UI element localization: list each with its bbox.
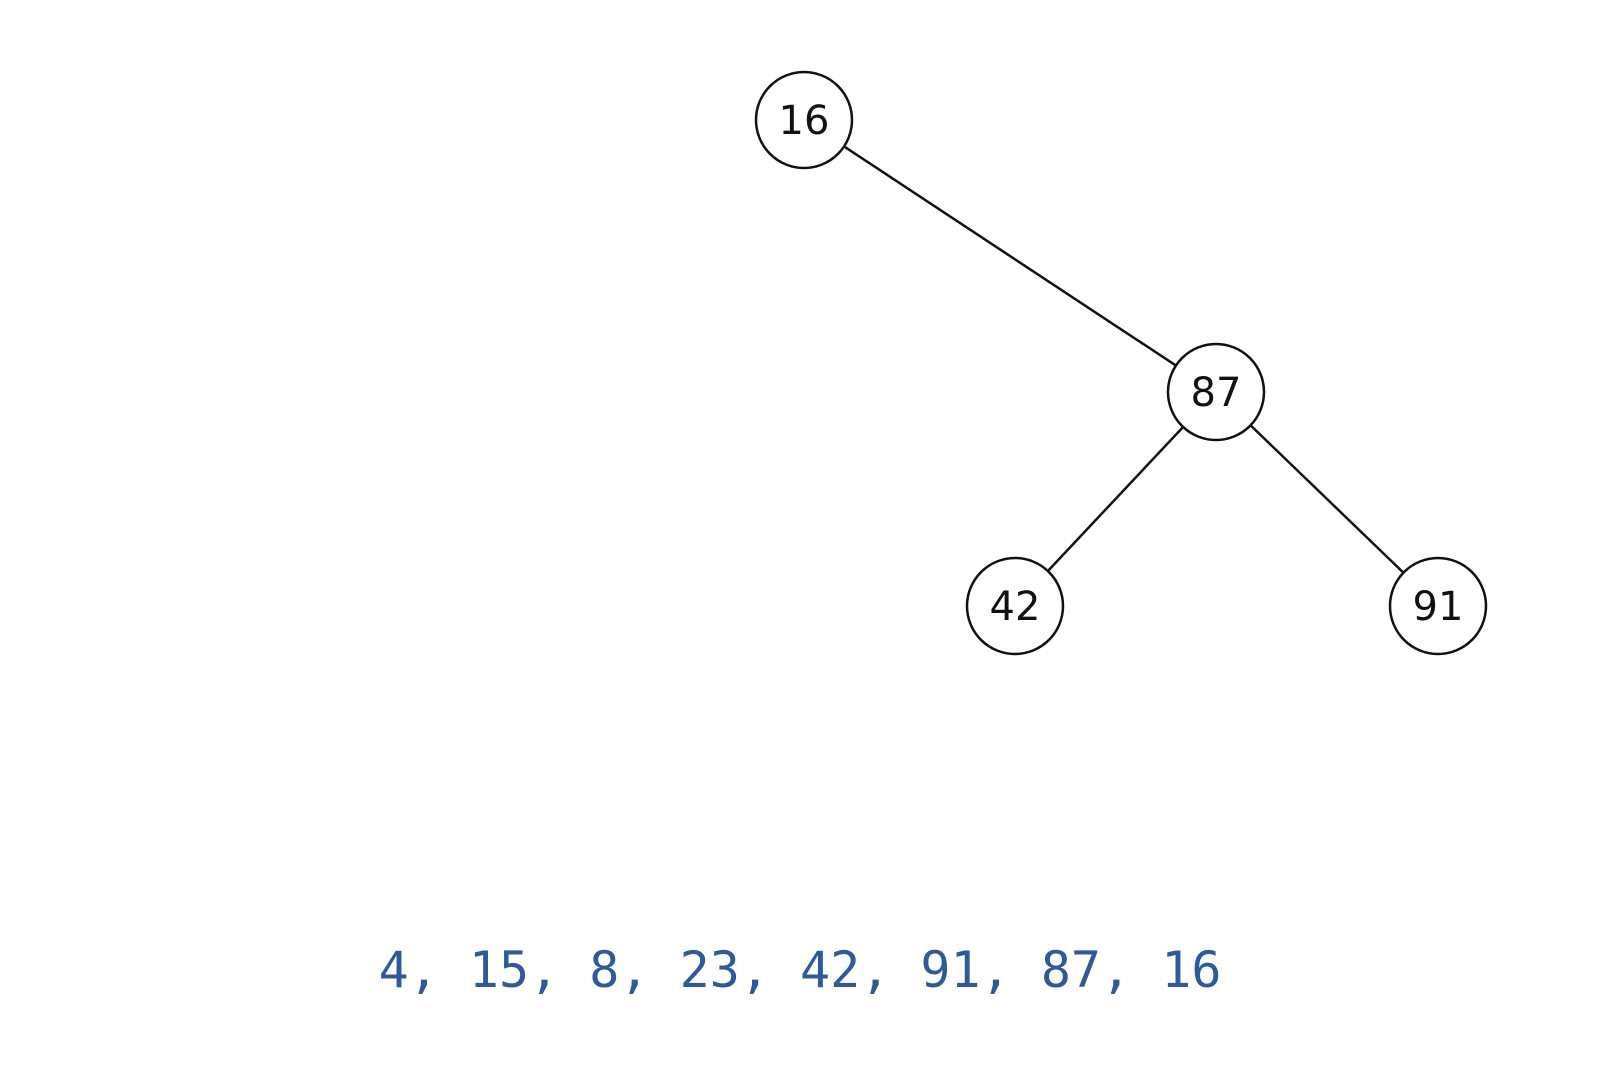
node-16-circle [754, 70, 854, 170]
node-87-circle [1166, 342, 1266, 442]
edge-87-91 [1215, 391, 1439, 607]
tree-edges [803, 118, 1439, 607]
tree-nodes: 16 87 42 91 [754, 70, 1488, 656]
node-42: 42 [965, 556, 1065, 656]
node-42-circle [965, 556, 1065, 656]
insertion-sequence: 4, 15, 8, 23, 42, 91, 87, 16 [378, 941, 1222, 999]
node-91-label: 91 [1413, 584, 1464, 630]
node-42-label: 42 [990, 584, 1041, 630]
node-91-circle [1388, 556, 1488, 656]
node-16-label: 16 [779, 98, 830, 144]
edge-16-87 [803, 118, 1217, 394]
node-87: 87 [1166, 342, 1266, 442]
node-16: 16 [754, 70, 854, 170]
node-91: 91 [1388, 556, 1488, 656]
node-87-label: 87 [1191, 370, 1242, 416]
